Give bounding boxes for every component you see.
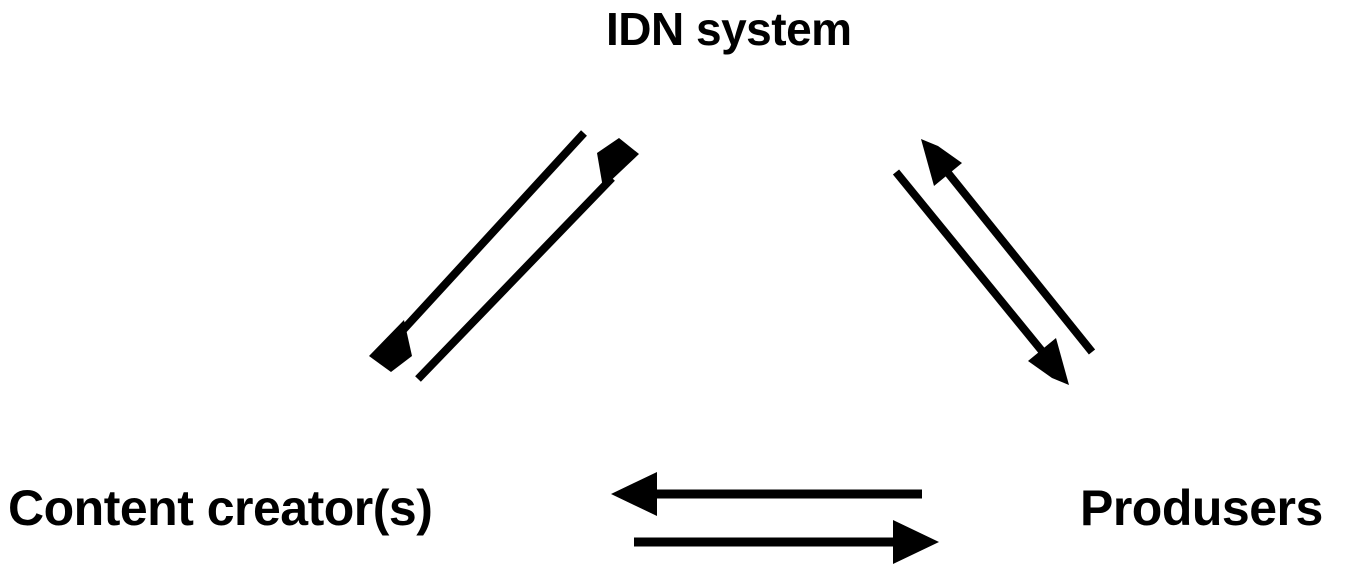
arrow-idn-to-content-creators [369, 130, 587, 372]
arrow-idn-to-produsers [892, 169, 1069, 385]
arrowhead-right [893, 520, 939, 564]
arrow-shaft [940, 165, 1096, 355]
arrow-shaft [892, 169, 1050, 359]
arrow-shaft [415, 175, 615, 382]
arrow-produsers-to-idn [921, 139, 1096, 355]
arrowhead-down-left [369, 320, 412, 372]
arrowhead-down-right [1028, 338, 1069, 385]
node-label-content-creators: Content creator(s) [8, 480, 433, 536]
node-label-idn-system: IDN system [606, 3, 852, 55]
arrow-content-creators-to-idn [415, 138, 639, 382]
arrow-produsers-to-content-creators [611, 472, 922, 516]
arrow-shaft [389, 130, 587, 345]
arrowhead-left [611, 472, 657, 516]
arrow-content-creators-to-produsers [634, 520, 939, 564]
arrowhead-up-left [921, 139, 962, 186]
arrowhead-up-right [597, 138, 639, 188]
node-label-produsers: Produsers [1080, 480, 1323, 536]
